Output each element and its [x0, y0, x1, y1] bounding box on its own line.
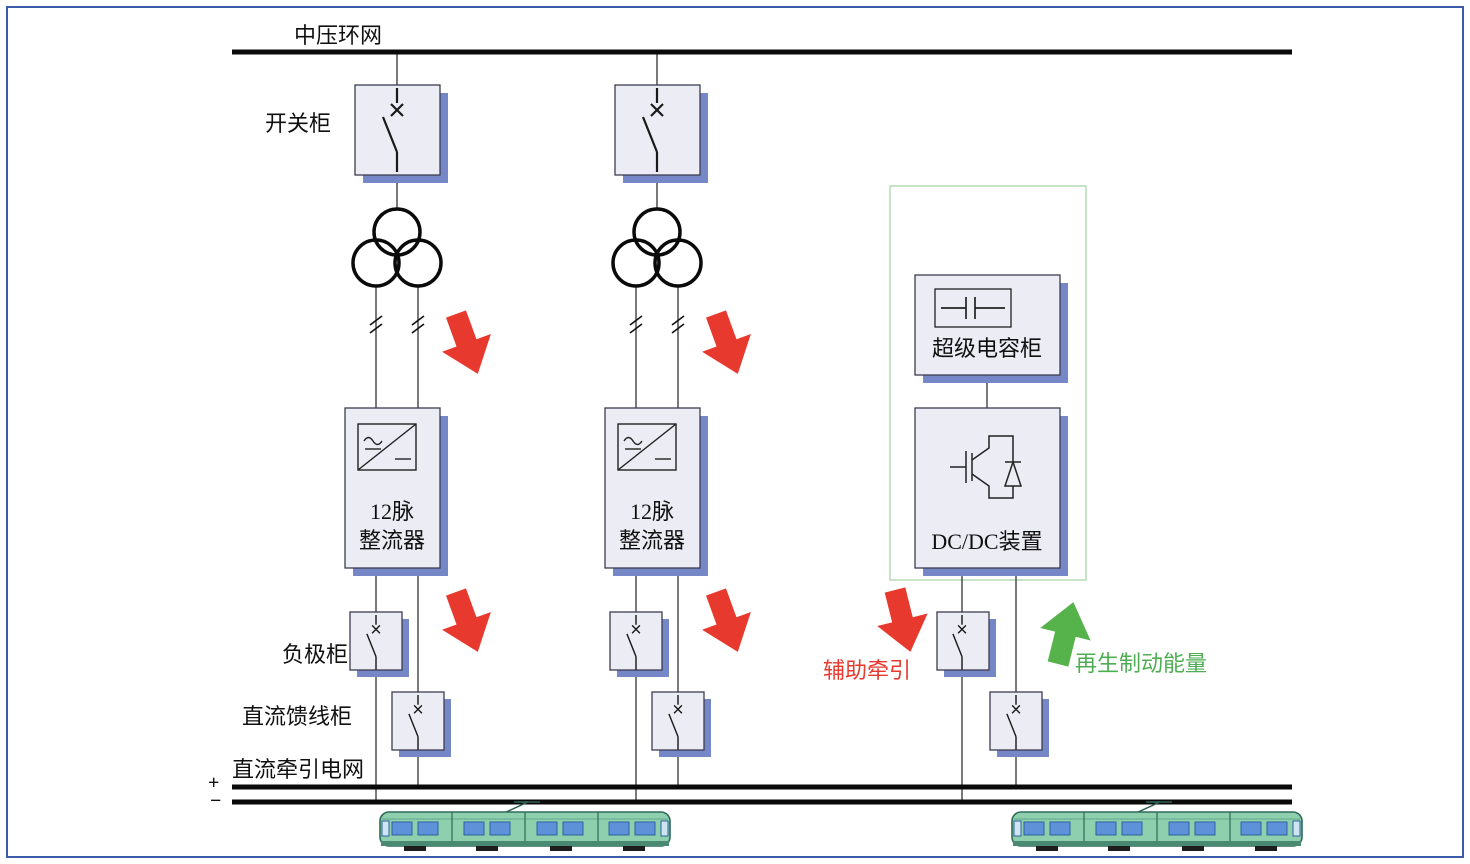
switch-cabinet-box-2: [614, 84, 708, 183]
dcdc-device-label: DC/DC装置: [931, 529, 1043, 554]
red-down-arrow-4: [691, 583, 763, 661]
ac-dc-converter-icon-1: [357, 423, 417, 471]
negative-cabinet-label: 负极柜: [281, 642, 349, 667]
feeder-cabinet-box-1: [391, 691, 451, 757]
red-down-arrow-2: [431, 583, 503, 661]
energy-storage-frame: [889, 185, 1087, 581]
transformer-icon-2: [611, 207, 703, 288]
supercap-cabinet-label: 超级电容柜: [931, 336, 1043, 361]
switch-cabinet-label: 开关柜: [264, 111, 332, 136]
dc-traction-grid-label: 直流牵引电网: [231, 757, 365, 782]
red-down-arrow-3: [691, 305, 763, 383]
ac-dc-converter-icon-2: [617, 423, 677, 471]
capacitor-icon: [934, 288, 1012, 328]
tram-2: [1011, 801, 1303, 852]
igbt-symbol: [950, 435, 1023, 499]
storage-switch-box-1: [936, 611, 996, 677]
wire-break-marks: [369, 315, 685, 334]
cabinet-boxes: [344, 84, 1068, 757]
tram-1: [379, 801, 671, 852]
switch-cabinet-box-1: [354, 84, 448, 183]
rectifier-label-1: 12脉 整流器: [358, 499, 426, 553]
regen-braking-label: 再生制动能量: [1074, 651, 1208, 676]
storage-switch-box-2: [989, 691, 1049, 757]
rectifier-label-2: 12脉 整流器: [618, 499, 686, 553]
positive-sign-label: +: [208, 772, 220, 794]
negative-sign-label: −: [210, 790, 222, 812]
bus-lines: [232, 49, 1292, 805]
dcdc-device-box: [914, 407, 1068, 576]
rectifier-box-2: [604, 407, 708, 576]
negative-cabinet-box-2: [609, 611, 669, 677]
component-symbols: [351, 86, 1023, 751]
feeder-cabinet-box-2: [651, 691, 711, 757]
transformer-icon-1: [351, 207, 443, 288]
mv-ring-label: 中压环网: [293, 23, 383, 48]
dc-feeder-cabinet-label: 直流馈线柜: [241, 704, 353, 729]
rectifier-box-1: [344, 407, 448, 576]
red-down-arrow-1: [431, 305, 503, 383]
negative-cabinet-box-1: [349, 611, 409, 677]
supercap-cabinet-box: [914, 274, 1068, 383]
red-down-arrow-aux: [869, 583, 936, 659]
aux-traction-label: 辅助牵引: [822, 658, 912, 683]
